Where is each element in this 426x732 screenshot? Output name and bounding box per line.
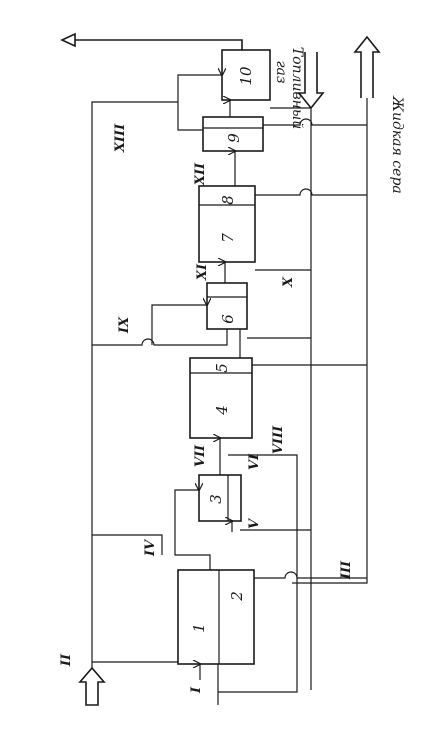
line-xiii-loop: [177, 102, 203, 131]
line-trunk-to-3: [92, 534, 163, 555]
feed-inlet-arrow: [78, 666, 106, 706]
block-10: [221, 49, 271, 101]
liquid-sulfur-arrow: [353, 35, 381, 98]
block-4-label: 4: [213, 405, 231, 416]
stream-vi-label: VI: [247, 453, 262, 470]
block-10-label: 10: [237, 66, 255, 86]
stream-xi-label: XI: [195, 263, 210, 281]
stream-iv-label: IV: [143, 538, 158, 557]
sulfur-from-block-8: [255, 188, 367, 196]
block-9: [202, 116, 264, 152]
block-7-8: [198, 185, 256, 263]
block-8-label: 8: [219, 195, 237, 205]
block-5-label: 5: [213, 363, 231, 373]
off-gas-outlet-arrow: [60, 32, 243, 50]
fuel-gas-distribution: [240, 107, 312, 690]
line-trunk-to-6: [92, 329, 228, 346]
block-1-2: [177, 569, 255, 665]
stream-v-label: V: [247, 517, 262, 529]
block-3-label: 3: [207, 494, 225, 504]
stream-viii-label: VIII: [271, 425, 286, 454]
block-2-label: 2: [228, 591, 246, 602]
line-ix-loop: [151, 305, 207, 345]
liquid-sulfur-collector: [292, 98, 368, 584]
stream-xiii-label: XIII: [113, 123, 128, 153]
block-9-label: 9: [225, 133, 243, 143]
liquid-sulfur-label: Жидкая сера: [389, 95, 405, 193]
stream-i-label: I: [189, 686, 204, 694]
sulfur-from-block-9: [263, 118, 367, 126]
block-6: [206, 282, 248, 330]
block-1-label: 1: [190, 623, 208, 633]
fuel-gas-label-line2: газ: [273, 60, 289, 83]
block-4-5: [189, 357, 253, 439]
fuel-gas-label-line1: Топливный: [289, 47, 305, 130]
stream-x-label: X: [281, 276, 296, 288]
stream-iii-label: III: [339, 560, 354, 580]
stream-ii-label: II: [59, 653, 74, 667]
bottom-return-line: [217, 454, 298, 705]
top-line-to-10: [177, 75, 222, 102]
stream-vii-label: VII: [193, 444, 208, 467]
block-3: [198, 474, 242, 522]
block-7-label: 7: [219, 233, 237, 243]
line-2-to-3: [174, 490, 211, 570]
left-trunk-line: [91, 101, 178, 668]
block-6-label: 6: [219, 314, 237, 324]
stream-xii-label: XII: [193, 162, 208, 186]
stream-ix-label: IX: [117, 316, 132, 334]
